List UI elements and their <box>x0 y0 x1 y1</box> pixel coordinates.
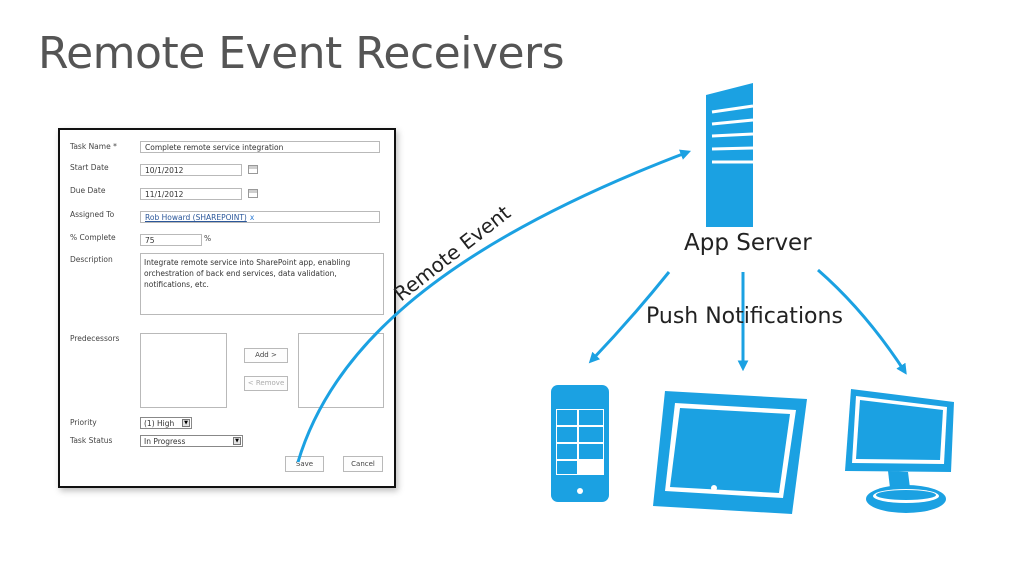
task-status-select[interactable]: In Progress ▼ <box>140 435 243 447</box>
remove-predecessor-button[interactable]: < Remove <box>244 376 288 391</box>
calendar-icon[interactable] <box>248 165 258 174</box>
selected-predecessors-list[interactable] <box>298 333 384 408</box>
percent-unit: % <box>204 234 212 243</box>
task-status-value: In Progress <box>144 437 186 446</box>
description-label: Description <box>70 255 113 264</box>
task-name-label: Task Name * <box>70 142 117 151</box>
priority-label: Priority <box>70 418 97 427</box>
cancel-button[interactable]: Cancel <box>343 456 383 472</box>
description-textarea[interactable]: Integrate remote service into SharePoint… <box>140 253 384 315</box>
tablet-icon <box>653 391 807 514</box>
add-predecessor-button[interactable]: Add > <box>244 348 288 363</box>
calendar-icon[interactable] <box>248 189 258 198</box>
app-server-label: App Server <box>684 230 812 256</box>
predecessors-label: Predecessors <box>70 334 120 343</box>
due-date-input[interactable]: 11/1/2012 <box>140 188 242 200</box>
assignee-link[interactable]: Rob Howard (SHAREPOINT) <box>145 213 247 222</box>
remove-assignee-icon[interactable]: x <box>249 213 255 222</box>
task-form: Task Name * Complete remote service inte… <box>58 128 396 488</box>
task-status-label: Task Status <box>70 436 113 445</box>
slide-title: Remote Event Receivers <box>38 28 565 79</box>
start-date-input[interactable]: 10/1/2012 <box>140 164 242 176</box>
task-name-input[interactable]: Complete remote service integration <box>140 141 380 153</box>
percent-complete-input[interactable]: 75 <box>140 234 202 246</box>
available-predecessors-list[interactable] <box>140 333 227 408</box>
monitor-icon <box>845 389 954 513</box>
dropdown-arrow-icon[interactable]: ▼ <box>182 419 190 427</box>
assigned-to-input[interactable]: Rob Howard (SHAREPOINT)x <box>140 211 380 223</box>
dropdown-arrow-icon[interactable]: ▼ <box>233 437 241 445</box>
save-button[interactable]: Save <box>285 456 324 472</box>
priority-select[interactable]: (1) High ▼ <box>140 417 192 429</box>
server-icon <box>706 83 754 227</box>
phone-icon <box>551 385 609 502</box>
push-notifications-label: Push Notifications <box>646 304 843 329</box>
remote-event-label: Remote Event <box>389 200 515 306</box>
percent-complete-label: % Complete <box>70 233 116 242</box>
due-date-label: Due Date <box>70 186 106 195</box>
assigned-to-label: Assigned To <box>70 210 115 219</box>
priority-value: (1) High <box>144 419 175 428</box>
start-date-label: Start Date <box>70 163 109 172</box>
